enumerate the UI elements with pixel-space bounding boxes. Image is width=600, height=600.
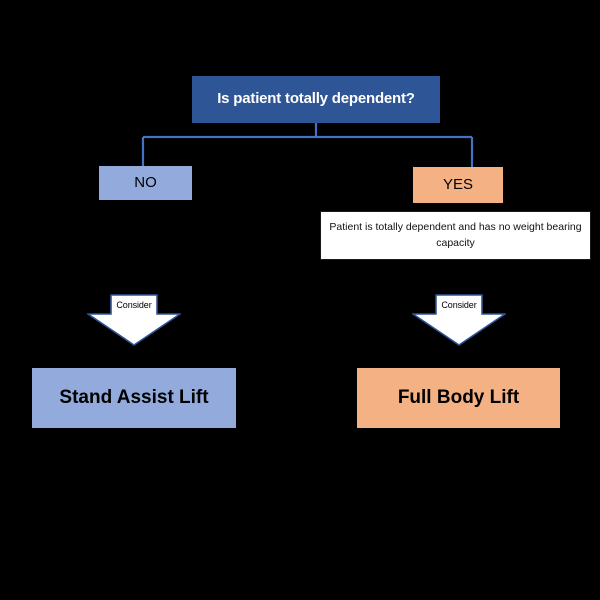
consider-arrow-yes: Consider [412, 294, 506, 347]
branch-label-yes[interactable]: YES [413, 167, 503, 203]
down-arrow-icon [87, 294, 181, 346]
consider-arrow-no: Consider [87, 294, 181, 347]
outcome-box-full-body-lift[interactable]: Full Body Lift [357, 368, 560, 428]
branch-label-no[interactable]: NO [99, 166, 192, 200]
note-box-yes: Patient is totally dependent and has no … [320, 211, 591, 260]
down-arrow-icon [412, 294, 506, 346]
consider-arrow-yes-label: Consider [441, 300, 477, 310]
consider-arrow-no-label: Consider [116, 300, 152, 310]
decision-box-question[interactable]: Is patient totally dependent? [192, 76, 440, 123]
outcome-box-stand-assist-lift[interactable]: Stand Assist Lift [32, 368, 236, 428]
